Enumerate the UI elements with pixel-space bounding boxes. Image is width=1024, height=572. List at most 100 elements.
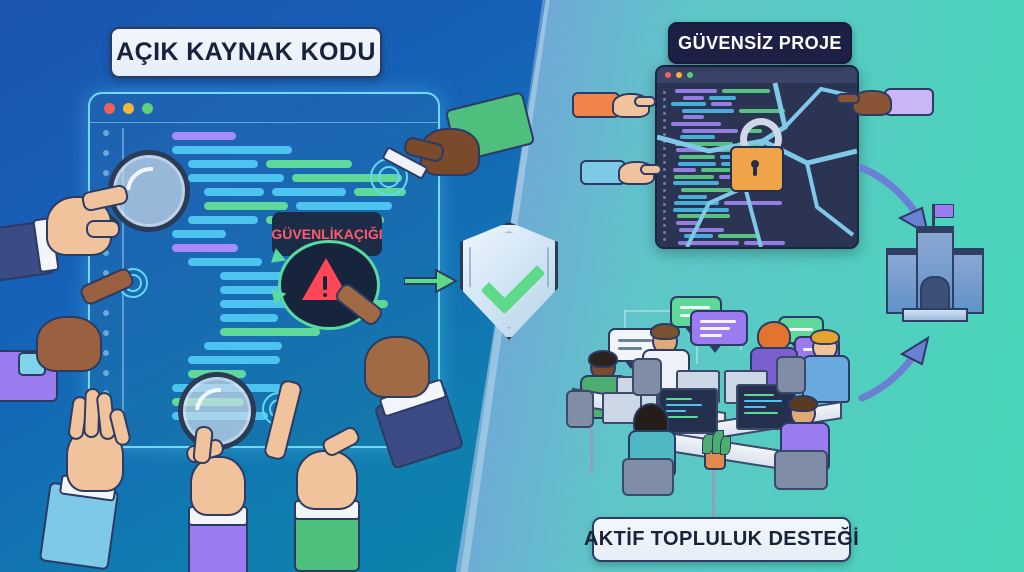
castle-flag bbox=[934, 204, 954, 218]
code-line bbox=[296, 202, 392, 210]
code-line bbox=[722, 89, 770, 93]
code-line bbox=[220, 328, 320, 336]
castle-tower-right bbox=[952, 248, 984, 314]
office-chair bbox=[632, 358, 662, 396]
code-line bbox=[682, 128, 738, 133]
gutter-dot bbox=[103, 330, 109, 336]
community-office-scene bbox=[566, 272, 872, 516]
padlock-keyhole-slot bbox=[753, 166, 757, 176]
code-line bbox=[292, 174, 402, 182]
castle-flag-pole bbox=[932, 204, 935, 226]
office-chair bbox=[774, 450, 828, 490]
badge-insecure-project: GÜVENSİZ PROJE bbox=[668, 22, 852, 64]
code-line bbox=[683, 95, 704, 100]
code-line bbox=[220, 300, 288, 308]
gutter-dot bbox=[663, 105, 666, 108]
vulnerability-label-line2: AÇIĞI bbox=[343, 225, 383, 242]
gutter-dot bbox=[663, 154, 666, 157]
code-line bbox=[711, 102, 732, 107]
code-line bbox=[188, 174, 284, 182]
code-line bbox=[266, 160, 352, 168]
padlock-keyhole bbox=[751, 160, 759, 168]
padlock-body bbox=[730, 146, 784, 192]
vulnerability-label-line1: GÜVENLİK bbox=[271, 225, 344, 242]
code-line bbox=[724, 201, 782, 206]
code-line bbox=[172, 244, 238, 252]
code-line bbox=[172, 230, 226, 238]
code-line bbox=[673, 207, 729, 212]
code-line bbox=[709, 95, 736, 100]
code-line bbox=[744, 240, 785, 245]
gutter-dot bbox=[663, 112, 666, 115]
code-line bbox=[680, 135, 715, 140]
code-line bbox=[701, 168, 746, 173]
gutter-dot bbox=[663, 189, 666, 192]
badge-open-source: AÇIK KAYNAK KODU bbox=[110, 27, 382, 78]
gutter-dot bbox=[103, 310, 109, 316]
code-line bbox=[678, 161, 716, 166]
code-line bbox=[718, 234, 758, 239]
gutter-dot bbox=[663, 126, 666, 129]
code-line bbox=[188, 356, 280, 364]
gutter-dot bbox=[103, 170, 109, 176]
magnifier-lower[interactable] bbox=[178, 372, 256, 468]
code-line bbox=[674, 174, 714, 179]
badge-community-support: AKTİF TOPLULUK DESTEĞİ bbox=[584, 517, 859, 562]
code-line bbox=[188, 216, 258, 224]
code-line bbox=[220, 314, 278, 322]
code-line bbox=[684, 234, 713, 239]
code-line bbox=[679, 227, 724, 232]
gutter-dot bbox=[103, 150, 109, 156]
gutter-dot bbox=[663, 133, 666, 136]
warning-exclamation-dot bbox=[323, 293, 327, 297]
code-line bbox=[678, 240, 739, 245]
castle-base bbox=[902, 308, 968, 322]
code-line bbox=[675, 141, 733, 146]
code-line bbox=[188, 258, 262, 266]
traffic-light-red-icon bbox=[104, 103, 115, 114]
speech-bubble bbox=[690, 310, 748, 353]
gutter-dot bbox=[103, 130, 109, 136]
code-line bbox=[272, 188, 346, 196]
shield-inner-outline bbox=[469, 231, 549, 329]
office-chair bbox=[776, 356, 806, 394]
gutter-dot bbox=[663, 91, 666, 94]
traffic-light-yellow-icon bbox=[676, 72, 682, 78]
fortress-castle-icon bbox=[880, 204, 984, 322]
gutter-dot bbox=[663, 98, 666, 101]
gutter-dot bbox=[663, 210, 666, 213]
code-line bbox=[681, 188, 734, 192]
code-line bbox=[220, 272, 306, 280]
gutter-dot bbox=[663, 231, 666, 234]
code-line bbox=[671, 122, 721, 126]
code-line bbox=[204, 342, 282, 350]
code-line bbox=[673, 168, 696, 173]
gutter-dot bbox=[103, 270, 109, 276]
gutter-dot bbox=[103, 370, 109, 376]
monitor-with-code bbox=[658, 388, 718, 434]
code-line bbox=[676, 221, 698, 225]
code-line bbox=[682, 108, 734, 113]
magnifier-lens bbox=[178, 372, 256, 450]
code-line bbox=[172, 146, 292, 154]
code-line bbox=[671, 102, 706, 107]
gutter-dot bbox=[663, 168, 666, 171]
code-line bbox=[739, 108, 785, 113]
code-line bbox=[683, 115, 704, 120]
broken-window-titlebar bbox=[657, 67, 857, 83]
security-shield bbox=[460, 222, 558, 340]
arrow-to-castle-lower bbox=[858, 336, 930, 402]
gutter-dot bbox=[663, 238, 666, 241]
traffic-light-green-icon bbox=[142, 103, 153, 114]
gutter-dot bbox=[103, 250, 109, 256]
code-line bbox=[188, 160, 258, 168]
code-line bbox=[220, 286, 332, 294]
code-line bbox=[204, 202, 288, 210]
gutter-dot bbox=[663, 119, 666, 122]
warning-exclamation-bar bbox=[323, 276, 327, 290]
vulnerability-indicator[interactable]: GÜVENLİK AÇIĞI bbox=[265, 212, 383, 330]
castle-tower-left bbox=[886, 248, 918, 314]
gutter-dot bbox=[663, 196, 666, 199]
office-chair bbox=[566, 390, 594, 428]
